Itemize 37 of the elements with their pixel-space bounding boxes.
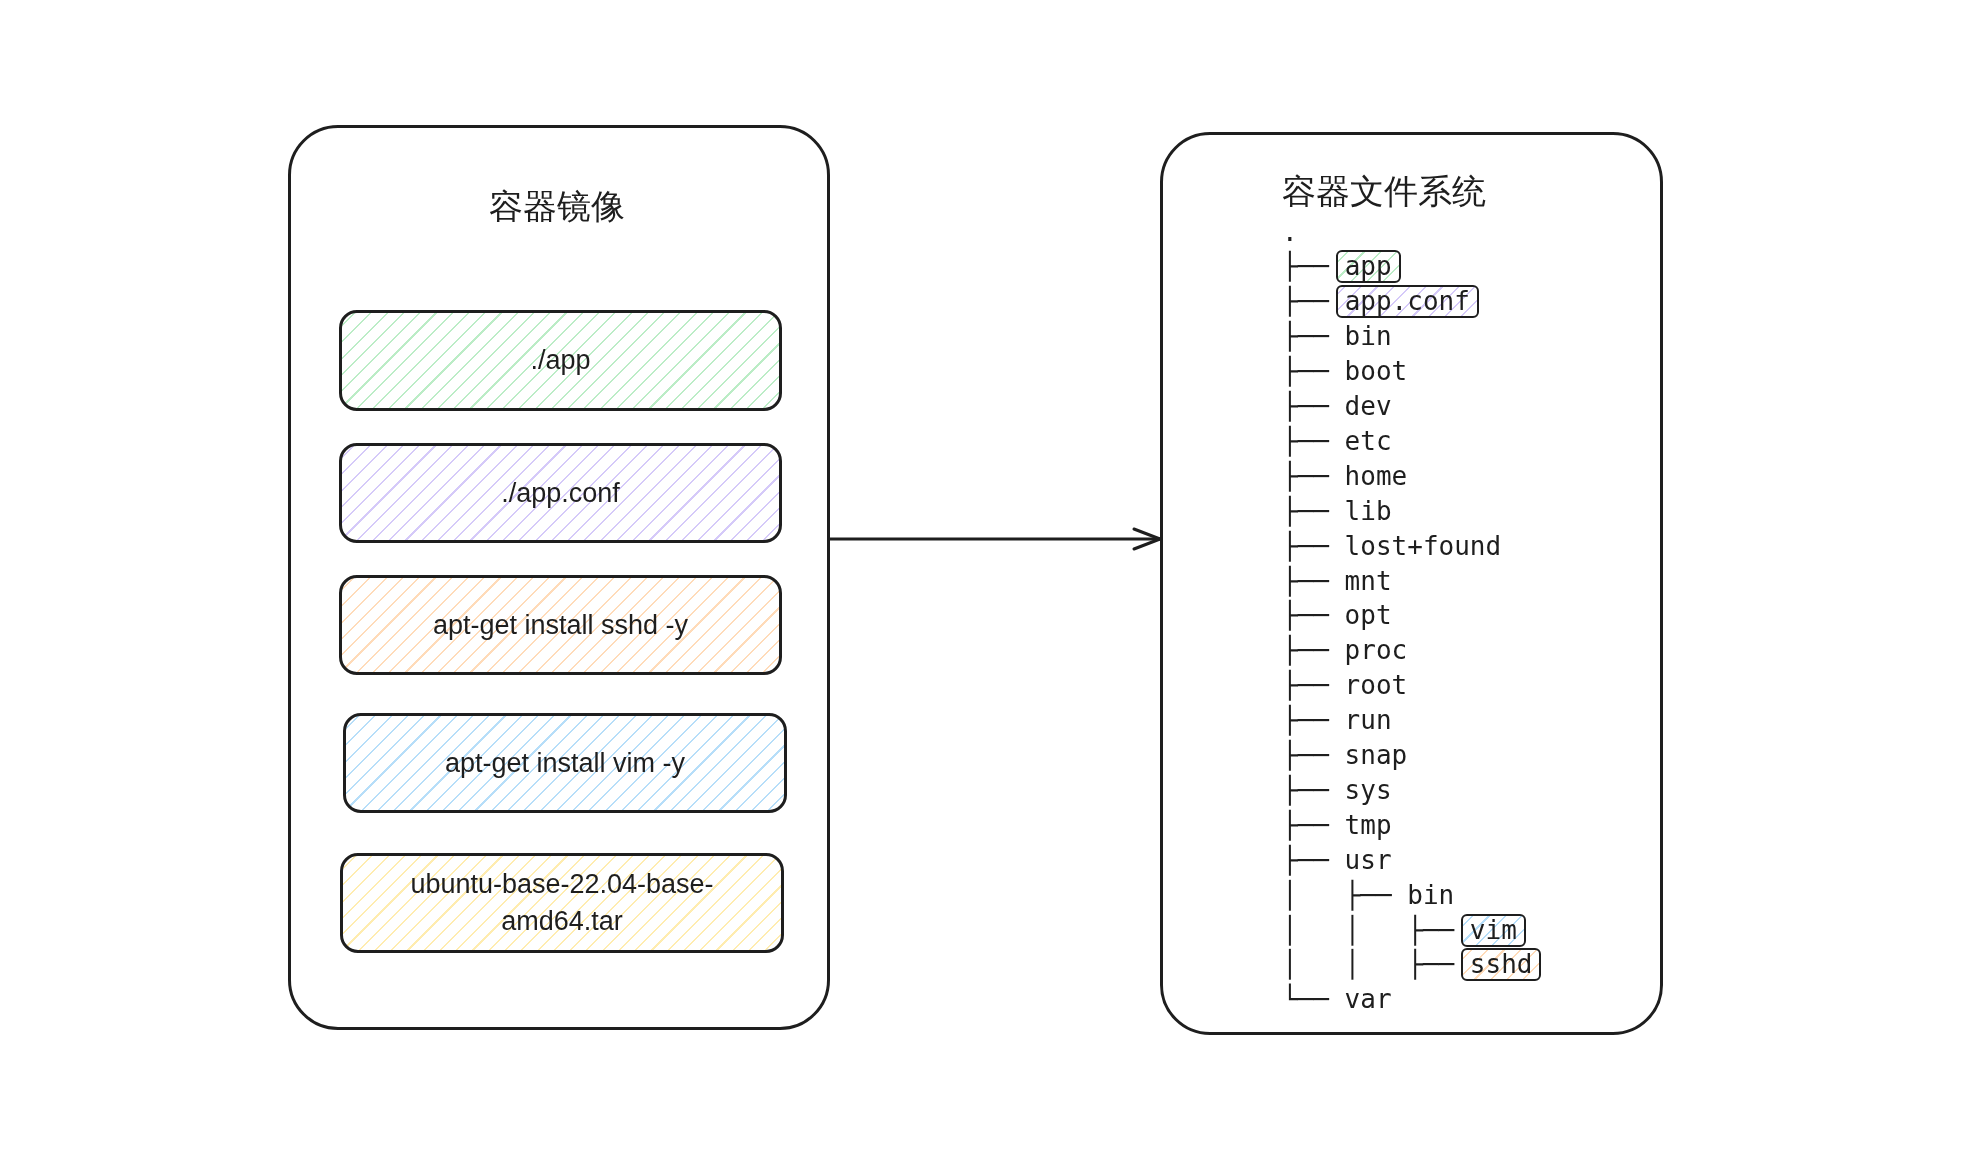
tree-entry: │ │ ├── <box>1282 949 1456 980</box>
tree-entry: ├── run <box>1282 705 1392 736</box>
tree-entry: ├── lost+found <box>1282 530 1502 561</box>
tree-entry: ├── sys <box>1282 774 1392 805</box>
highlighted-entry: sshd <box>1460 948 1542 982</box>
tree-entry: └── var <box>1282 984 1392 1015</box>
tree-entry: │ │ ├── <box>1282 914 1456 945</box>
image-layer-box: apt-get install sshd -y <box>339 575 782 675</box>
panel-title: 容器文件系统 <box>1282 170 1486 213</box>
tree-entry: . <box>1282 216 1298 247</box>
tree-entry: │ ├── bin <box>1282 879 1455 910</box>
image-layer-box: ubuntu-base-22.04-base-amd64.tar <box>340 853 784 953</box>
panel-title: 容器镜像 <box>489 185 625 228</box>
panel-card <box>1160 132 1663 1035</box>
tree-entry: ├── proc <box>1282 635 1408 666</box>
image-layer-box: ./app.conf <box>339 443 782 543</box>
highlighted-entry: app.conf <box>1335 285 1479 319</box>
tree-entry: ├── opt <box>1282 600 1392 631</box>
tree-entry: ├── usr <box>1282 844 1392 875</box>
tree-entry: ├── tmp <box>1282 809 1392 840</box>
tree-entry: ├── snap <box>1282 740 1408 770</box>
tree-entry: ├── mnt <box>1282 565 1392 596</box>
tree-entry: ├── bin <box>1282 321 1392 352</box>
tree-entry: ├── home <box>1282 460 1408 491</box>
tree-entry: ├── etc <box>1282 425 1392 456</box>
image-layer-box: apt-get install vim -y <box>343 713 787 813</box>
tree-entry: ├── <box>1282 251 1331 282</box>
tree-entry: ├── root <box>1282 670 1408 701</box>
highlighted-entry: app <box>1335 250 1401 284</box>
tree-entry: ├── dev <box>1282 391 1392 421</box>
image-layer-box: ./app <box>339 310 782 411</box>
arrow <box>830 527 1162 551</box>
tree-entry: ├── boot <box>1282 356 1408 387</box>
tree-entry: ├── lib <box>1282 495 1392 526</box>
tree-entry: ├── <box>1282 286 1331 317</box>
panel-card <box>288 125 830 1030</box>
highlighted-entry: vim <box>1460 913 1526 947</box>
